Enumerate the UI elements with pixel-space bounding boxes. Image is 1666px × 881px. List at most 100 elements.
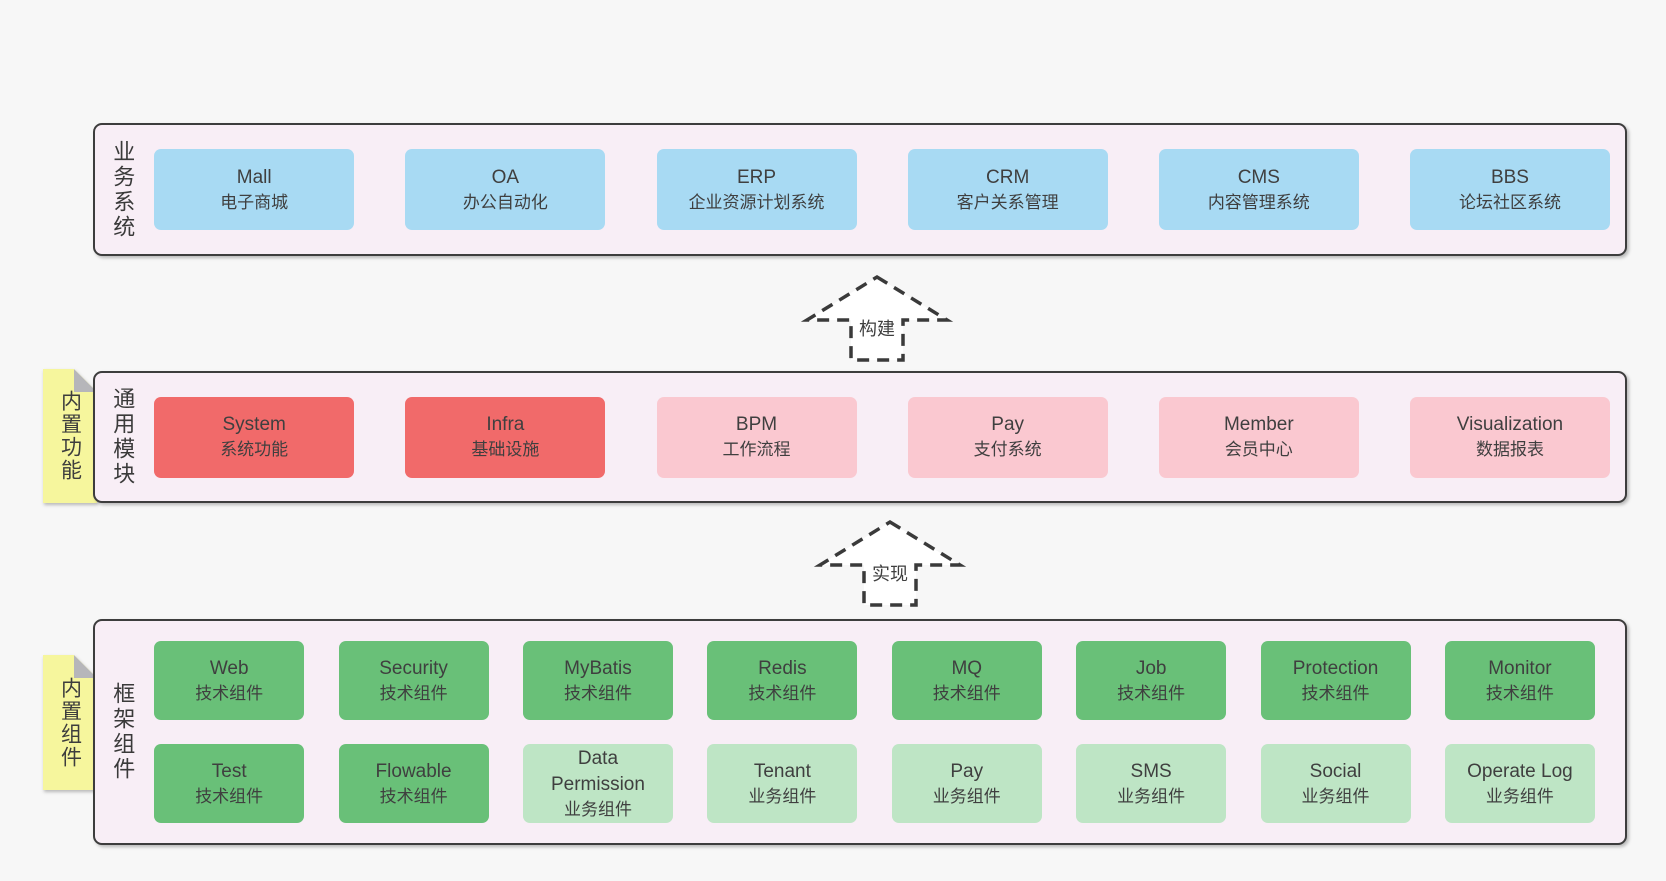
box-title: Protection [1292, 657, 1379, 679]
box-title: Tenant [753, 760, 811, 782]
box-title: Mall [236, 166, 272, 188]
box-subtitle: 客户关系管理 [956, 192, 1059, 212]
diagram-box-system: System 系统功能 [154, 396, 355, 478]
box-subtitle: 技术组件 [563, 683, 632, 703]
diagram-box-erp: ERP 企业资源计划系统 [656, 149, 857, 230]
box-title: Data Permission [550, 747, 645, 795]
box-title: CMS [1237, 166, 1280, 188]
diagram-box-crm: CRM 客户关系管理 [907, 149, 1108, 230]
box-subtitle: 会员中心 [1224, 440, 1293, 459]
diagram-box-pay: Pay 业务组件 [891, 744, 1042, 823]
sticky-note-text: 内置功能 [58, 390, 82, 482]
box-subtitle: 工作流程 [722, 440, 791, 459]
box-subtitle: 业务组件 [1301, 786, 1370, 806]
diagram-box-security: Security 技术组件 [338, 641, 489, 720]
box-subtitle: 系统功能 [220, 440, 289, 459]
diagram-box-protection: Protection 技术组件 [1260, 641, 1411, 720]
box-title: Pay [950, 760, 984, 782]
box-title: ERP [736, 166, 777, 188]
diagram-box-visualization: Visualization 数据报表 [1409, 396, 1610, 478]
box-subtitle: 技术组件 [932, 683, 1001, 703]
box-title: Member [1223, 414, 1294, 435]
box-title: OA [491, 166, 520, 188]
box-title: Flowable [375, 760, 452, 782]
box-title: System [222, 414, 286, 435]
box-title: Test [211, 760, 247, 782]
box-subtitle: 内容管理系统 [1207, 192, 1310, 212]
diagram-box-sms: SMS 业务组件 [1076, 744, 1227, 823]
box-title: Security [379, 657, 448, 679]
diagram-box-data-permission: Data Permission 业务组件 [522, 744, 673, 823]
diagram-box-mybatis: MyBatis 技术组件 [522, 641, 673, 720]
sticky-note-text: 内置组件 [58, 676, 82, 769]
box-subtitle: 业务组件 [748, 786, 817, 806]
diagram-box-web: Web 技术组件 [154, 641, 305, 720]
box-subtitle: 数据报表 [1475, 440, 1544, 459]
box-title: BBS [1490, 166, 1529, 188]
box-title: Job [1135, 657, 1167, 679]
box-title: BPM [735, 414, 778, 435]
arrow-build-icon: 构建 [792, 273, 962, 363]
layer-label-business-systems: 业务系统 [110, 139, 136, 240]
box-subtitle: 企业资源计划系统 [688, 192, 825, 212]
diagram-box-redis: Redis 技术组件 [707, 641, 858, 720]
diagram-box-row: Mall 电子商城 OA 办公自动化 ERP 企业资源计划系统 CRM 客户关系管理 CMS 内容… [154, 149, 1610, 230]
box-subtitle: 支付系统 [973, 440, 1042, 459]
box-subtitle: 业务组件 [932, 786, 1001, 806]
box-subtitle: 技术组件 [748, 683, 817, 703]
diagram-box-operate-log: Operate Log 业务组件 [1444, 744, 1595, 823]
box-subtitle: 技术组件 [195, 786, 264, 806]
diagram-box-cms: CMS 内容管理系统 [1158, 149, 1359, 230]
sticky-note-paper: 内置功能 [43, 369, 97, 503]
diagram-box-mall: Mall 电子商城 [154, 149, 355, 230]
box-title: CRM [986, 166, 1030, 188]
box-subtitle: 技术组件 [379, 683, 448, 703]
box-title: SMS [1130, 760, 1172, 782]
layer-label-common-modules: 通用模块 [110, 387, 136, 487]
layer-rows-common-modules: System 系统功能 Infra 基础设施 BPM 工作流程 Pay 支付系统 Member 会… [134, 373, 1625, 501]
diagram-box-bpm: BPM 工作流程 [656, 396, 857, 478]
box-subtitle: 业务组件 [1117, 786, 1186, 806]
diagram-box-tenant: Tenant 业务组件 [707, 744, 858, 823]
arrow-build-label: 构建 [856, 317, 898, 341]
box-title: Monitor [1488, 657, 1552, 679]
box-subtitle: 基础设施 [471, 440, 540, 459]
box-subtitle: 业务组件 [563, 799, 632, 819]
box-subtitle: 技术组件 [1117, 683, 1186, 703]
box-title: Redis [758, 657, 807, 679]
box-subtitle: 电子商城 [220, 192, 289, 212]
diagram-box-mq: MQ 技术组件 [891, 641, 1042, 720]
box-subtitle: 业务组件 [1485, 786, 1554, 806]
box-title: Infra [486, 414, 525, 435]
box-title: Web [209, 657, 249, 679]
sticky-note-built-in-components: 内置组件 [43, 655, 97, 790]
arrow-implement-icon: 实现 [805, 518, 975, 608]
box-title: Operate Log [1467, 760, 1573, 782]
diagram-box-infra: Infra 基础设施 [405, 396, 606, 478]
box-title: MQ [951, 657, 983, 679]
diagram-box-pay: Pay 支付系统 [907, 396, 1108, 478]
box-subtitle: 技术组件 [1301, 683, 1370, 703]
arrow-implement-label: 实现 [869, 562, 911, 586]
box-subtitle: 技术组件 [1485, 683, 1554, 703]
box-title: Visualization [1456, 414, 1564, 435]
diagram-box-monitor: Monitor 技术组件 [1444, 641, 1595, 720]
layer-label-framework-components: 框架组件 [110, 682, 136, 782]
box-title: Pay [991, 414, 1025, 435]
sticky-note-built-in-features: 内置功能 [43, 369, 97, 503]
diagram-box-job: Job 技术组件 [1076, 641, 1227, 720]
layer-rows-business-systems: Mall 电子商城 OA 办公自动化 ERP 企业资源计划系统 CRM 客户关系管理 CMS 内容… [134, 125, 1625, 254]
box-subtitle: 办公自动化 [462, 192, 548, 212]
diagram-box-bbs: BBS 论坛社区系统 [1409, 149, 1610, 230]
sticky-note-paper: 内置组件 [43, 655, 97, 790]
box-subtitle: 技术组件 [195, 683, 264, 703]
box-subtitle: 论坛社区系统 [1458, 192, 1561, 212]
diagram-box-oa: OA 办公自动化 [405, 149, 606, 230]
box-title: MyBatis [564, 657, 632, 679]
